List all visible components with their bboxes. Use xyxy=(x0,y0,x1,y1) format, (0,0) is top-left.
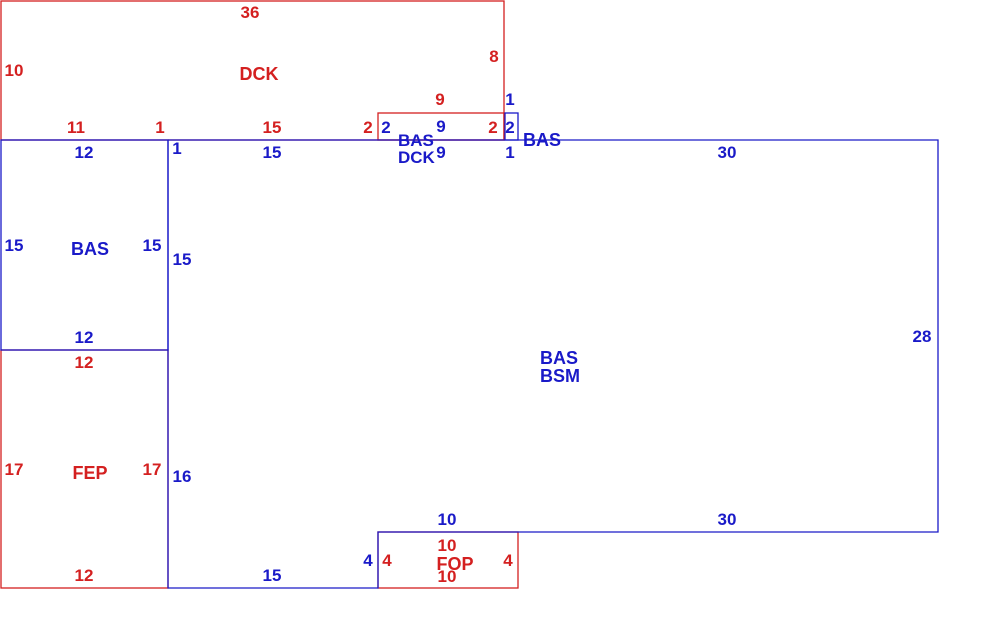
fep-bottom-dimension: 12 xyxy=(75,566,94,585)
bas-tiny-area-code: BAS xyxy=(523,130,561,150)
dck-top-dimension: 36 xyxy=(241,3,260,22)
main-area-code-line1: BAS xyxy=(540,348,578,368)
main-top-left-dimension: 15 xyxy=(263,143,282,162)
dck-small-top-dimension: 9 xyxy=(435,90,444,109)
bas-left-area-code: BAS xyxy=(71,239,109,259)
dck-bottom-right-dimension: 15 xyxy=(263,118,282,137)
main-bottom-mid-dimension: 10 xyxy=(438,510,457,529)
bas-tiny-bottom-dimension: 1 xyxy=(505,143,514,162)
main-notch-dimension: 4 xyxy=(363,551,373,570)
fep-right-dimension: 17 xyxy=(143,460,162,479)
main-left-lower-dimension: 16 xyxy=(173,467,192,486)
main-right-dimension: 28 xyxy=(913,327,932,346)
main-area-code-line2: BSM xyxy=(540,366,580,386)
bas-left-right-dimension: 15 xyxy=(143,236,162,255)
fep-top-dimension: 12 xyxy=(75,353,94,372)
main-corner-dimension: 1 xyxy=(172,139,181,158)
fop-right-dimension: 4 xyxy=(503,551,513,570)
fep-left-dimension: 17 xyxy=(5,460,24,479)
dck-area-code: DCK xyxy=(240,64,279,84)
bas-dck-code-line2: DCK xyxy=(398,148,436,167)
bas-dck-bottom-dimension: 9 xyxy=(436,143,445,162)
main-bottom-left-dimension: 15 xyxy=(263,566,282,585)
bas-left-bottom-dimension: 12 xyxy=(75,328,94,347)
bas-tiny-left-dimension: 2 xyxy=(505,118,514,137)
dck-bottom-mid-dimension: 1 xyxy=(155,118,164,137)
dck-left-dimension: 10 xyxy=(5,61,24,80)
dck-bottom-left-dimension: 11 xyxy=(67,118,85,137)
main-top-right-dimension: 30 xyxy=(718,143,737,162)
bas-tiny-top-dimension: 1 xyxy=(505,90,514,109)
dck-small-left-dimension: 2 xyxy=(363,118,372,137)
main-left-dimension: 15 xyxy=(173,250,192,269)
fop-top-dimension: 10 xyxy=(438,536,457,555)
dck-right-dimension: 8 xyxy=(489,47,498,66)
bas-dck-left-dimension: 2 xyxy=(381,118,390,137)
main-bas-area-outline xyxy=(167,139,939,589)
fop-area-code: FOP xyxy=(436,554,473,574)
fop-left-dimension: 4 xyxy=(382,551,392,570)
fep-area-code: FEP xyxy=(72,463,107,483)
bas-dck-top-dimension: 9 xyxy=(436,117,445,136)
fop-bottom-dimension: 10 xyxy=(438,567,457,586)
main-bottom-right-dimension: 30 xyxy=(718,510,737,529)
dck-small-right-dimension: 2 xyxy=(488,118,497,137)
bas-left-top-dimension: 12 xyxy=(75,143,94,162)
bas-dck-code-line1: BAS xyxy=(398,131,434,150)
bas-left-left-dimension: 15 xyxy=(5,236,24,255)
